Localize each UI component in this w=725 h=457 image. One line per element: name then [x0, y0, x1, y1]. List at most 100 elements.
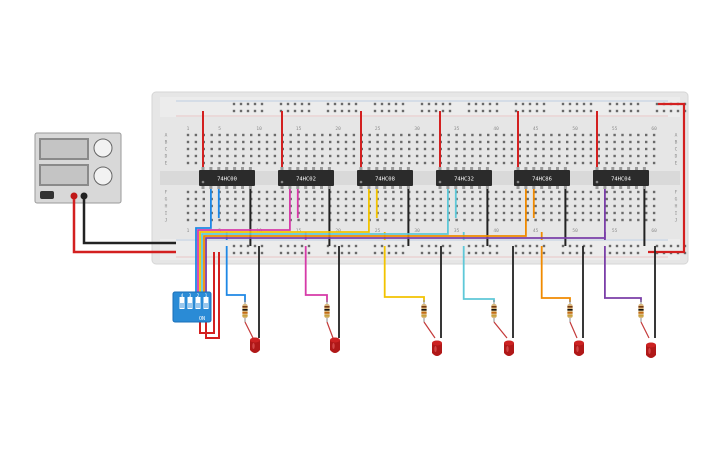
- breadboard-hole: [218, 154, 221, 158]
- rail-hole: [629, 109, 633, 113]
- resistor[interactable]: [242, 300, 248, 322]
- ic-chip-74hc04[interactable]: 74HC04: [593, 111, 649, 246]
- breadboard-hole: [281, 211, 284, 215]
- negative-terminal[interactable]: [80, 192, 88, 200]
- ic-chip-74hc32[interactable]: 74HC32: [436, 111, 492, 246]
- breadboard-hole: [273, 154, 277, 158]
- breadboard-hole: [368, 140, 371, 144]
- rail-hole: [279, 102, 283, 106]
- rail-hole: [669, 244, 673, 248]
- breadboard-hole: [234, 147, 237, 151]
- rail-hole: [326, 109, 330, 113]
- breadboard-hole: [415, 133, 419, 137]
- rail-hole: [354, 109, 358, 113]
- breadboard-hole: [289, 133, 292, 137]
- breadboard-hole: [265, 133, 269, 137]
- breadboard-hole: [494, 218, 498, 222]
- ic-chip-74hc86[interactable]: 74HC86: [514, 111, 570, 246]
- rail-hole: [333, 109, 337, 113]
- rail-hole: [676, 109, 680, 113]
- rail-hole: [380, 102, 384, 106]
- breadboard-hole: [265, 211, 269, 215]
- rail-hole: [434, 244, 438, 248]
- breadboard-hole: [621, 133, 624, 137]
- breadboard-hole: [352, 197, 356, 201]
- breadboard-hole: [629, 133, 632, 137]
- rail-hole: [434, 251, 438, 255]
- row-label: A: [675, 133, 678, 139]
- breadboard-hole: [502, 154, 506, 158]
- breadboard-hole: [376, 154, 379, 158]
- breadboard-hole: [439, 197, 442, 201]
- breadboard-hole: [542, 147, 545, 151]
- breadboard-hole: [400, 154, 403, 158]
- breadboard-hole: [194, 218, 198, 222]
- breadboard-hole: [605, 140, 608, 144]
- breadboard-hole: [297, 161, 300, 165]
- breadboard-hole: [305, 211, 308, 215]
- breadboard-hole: [202, 190, 205, 194]
- breadboard-hole: [336, 218, 340, 222]
- breadboard-hole: [242, 204, 245, 208]
- breadboard-hole: [581, 190, 585, 194]
- row-label: A: [165, 133, 168, 139]
- breadboard-hole: [558, 190, 561, 194]
- breadboard-hole: [273, 204, 277, 208]
- rail-hole: [514, 102, 518, 106]
- led[interactable]: [250, 337, 260, 354]
- rail-hole: [615, 244, 619, 248]
- breadboard-hole: [242, 197, 245, 201]
- breadboard-hole: [281, 204, 284, 208]
- breadboard-hole: [534, 133, 537, 137]
- power-supply[interactable]: [34, 132, 122, 204]
- breadboard-hole: [518, 218, 521, 222]
- resistor[interactable]: [421, 300, 427, 322]
- led[interactable]: [330, 337, 340, 354]
- breadboard-hole: [250, 147, 253, 151]
- resistor[interactable]: [567, 300, 573, 322]
- resistor[interactable]: [324, 300, 330, 322]
- row-label: E: [675, 161, 678, 167]
- breadboard-hole: [573, 190, 577, 194]
- positive-terminal[interactable]: [70, 192, 78, 200]
- rail-hole: [622, 244, 626, 248]
- breadboard-hole: [431, 161, 435, 165]
- breadboard-hole: [234, 133, 237, 137]
- ic-chip-74hc00[interactable]: 74HC00: [199, 111, 255, 246]
- rail-hole: [232, 251, 236, 255]
- led[interactable]: [574, 340, 584, 357]
- breadboard-hole: [629, 190, 632, 194]
- breadboard-hole: [510, 154, 514, 158]
- breadboard-hole: [415, 197, 419, 201]
- breadboard-hole: [629, 204, 632, 208]
- breadboard-hole: [621, 161, 624, 165]
- led[interactable]: [646, 342, 656, 359]
- led[interactable]: [432, 340, 442, 357]
- breadboard-hole: [652, 133, 656, 137]
- breadboard-hole: [194, 197, 198, 201]
- breadboard-hole: [518, 211, 521, 215]
- row-label: H: [165, 204, 168, 210]
- breadboard-hole: [210, 161, 213, 165]
- breadboard-hole: [479, 211, 482, 215]
- breadboard-hole: [226, 204, 229, 208]
- breadboard-hole: [502, 197, 506, 201]
- breadboard-hole: [384, 147, 387, 151]
- breadboard-hole: [376, 218, 379, 222]
- ic-chip-74hc02[interactable]: 74HC02: [278, 111, 334, 246]
- breadboard-hole: [566, 133, 569, 137]
- breadboard-hole: [526, 190, 529, 194]
- breadboard-hole: [186, 161, 190, 165]
- resistor[interactable]: [638, 300, 644, 322]
- breadboard-hole: [273, 140, 277, 144]
- column-label-bottom: 35: [454, 228, 460, 234]
- ic-chip-74hc08[interactable]: 74HC08: [357, 111, 413, 246]
- resistor[interactable]: [491, 300, 497, 322]
- led[interactable]: [504, 340, 514, 357]
- breadboard-hole: [273, 190, 277, 194]
- rail-hole: [582, 244, 586, 248]
- breadboard-hole: [613, 218, 616, 222]
